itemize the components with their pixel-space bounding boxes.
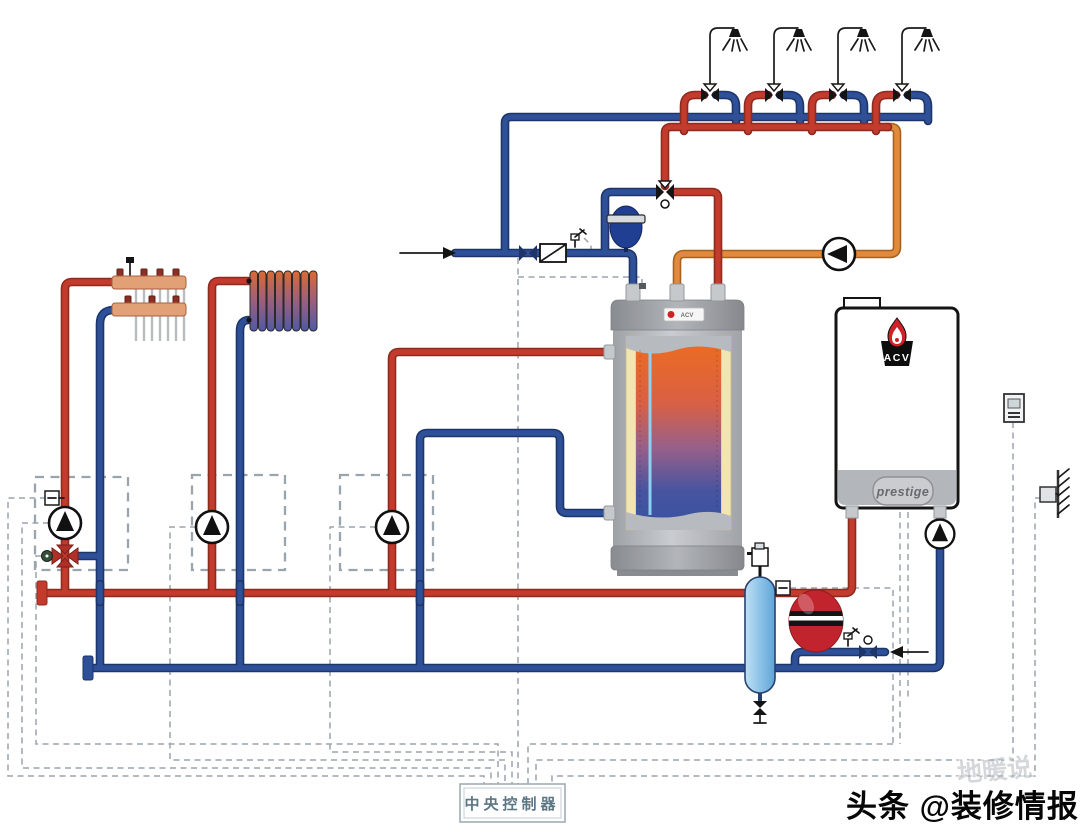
fill-inlet-arrow — [890, 646, 929, 658]
boiler-model-text: prestige — [876, 485, 930, 499]
room-thermostat — [1003, 393, 1025, 423]
check-valve — [539, 243, 567, 263]
dhw-storage-tank: ACV — [603, 283, 745, 576]
boiler-brand-logo: ACV — [881, 317, 913, 366]
supply-header-end-cap — [36, 580, 48, 606]
heating-expansion-vessel — [788, 589, 844, 653]
shutoff-valve — [519, 245, 537, 261]
four-way-mixing-valve — [41, 544, 79, 568]
controller-label: 中央控制器 — [464, 795, 559, 813]
thermostatic-mixing-valve — [656, 180, 674, 209]
circulation-pump-1 — [47, 505, 83, 541]
tank-port-coil-supply — [603, 344, 616, 360]
watermark: 头条 @装修情报 — [846, 789, 1079, 824]
circulation-pump-3 — [374, 509, 410, 545]
boiler-port-supply — [845, 505, 859, 519]
tank-port-cold — [625, 283, 641, 302]
air-vent — [747, 542, 769, 567]
hydraulic-separator — [744, 542, 791, 724]
dhw-expansion-vessel — [606, 205, 646, 252]
boiler-model-badge — [872, 476, 934, 506]
tank-sensor — [639, 283, 646, 289]
control-wiring — [7, 237, 1041, 786]
tank-cutaway-window — [625, 335, 732, 531]
safety-relief-valve-dhw — [570, 228, 587, 248]
central-controller: 中央控制器 — [459, 783, 566, 823]
dhw-recirculation-pump — [821, 236, 857, 272]
tank-port-recirc — [669, 283, 685, 302]
drain-valve — [753, 701, 767, 724]
boiler-pump — [924, 518, 956, 550]
faint-watermark: 地暖说 — [956, 754, 1033, 788]
separator-sensor — [775, 580, 791, 596]
hot-water-pipes — [42, 95, 896, 593]
cold-water-pipes — [76, 95, 940, 668]
circulation-pump-2 — [194, 509, 230, 545]
tank-brand-label: ACV — [663, 307, 705, 322]
recirculation-pipe — [677, 127, 897, 292]
tank-port-coil-return — [603, 505, 616, 521]
fill-valve — [859, 635, 877, 659]
floor-heating-manifold — [111, 257, 187, 341]
return-header-end-cap — [82, 655, 94, 681]
safety-relief-valve-heating — [843, 627, 860, 647]
outdoor-sensor — [1039, 468, 1070, 518]
tank-port-hot — [710, 283, 726, 302]
wall-hung-boiler: prestige ACV — [834, 297, 960, 519]
panel-radiator — [246, 270, 318, 332]
pump-group-3-box — [338, 473, 435, 572]
tank-brand-text: ACV — [681, 313, 694, 319]
boiler-brand-text: ACV — [884, 352, 911, 364]
boiler-port-return — [933, 505, 947, 519]
supply-sensor — [44, 490, 65, 506]
cold-water-inlet-arrow — [399, 247, 456, 259]
